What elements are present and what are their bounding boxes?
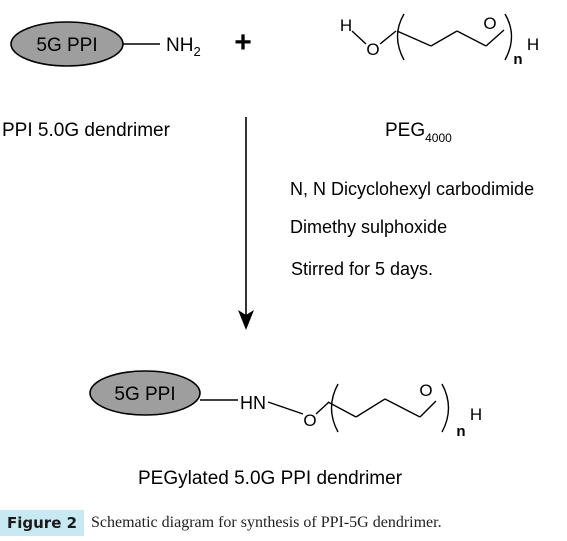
product-bracket-right: [441, 383, 450, 433]
product-hn: HN: [240, 393, 266, 413]
figure-label: Figure 2: [0, 510, 85, 536]
reaction-scheme: 5G PPI NH2 PPI 5.0G dendrimer + H O O H …: [2, 13, 539, 489]
peg-reactant: [351, 13, 513, 61]
amine-group: NH2: [166, 35, 201, 59]
product-name: PEGylated 5.0G PPI dendrimer: [138, 468, 403, 489]
peg-bracket-right: [504, 13, 513, 61]
ppi-reactant-name: PPI 5.0G dendrimer: [2, 120, 171, 141]
product-bracket-left: [330, 383, 339, 433]
plus-sign: +: [234, 26, 252, 59]
product-terminal-h: H: [470, 405, 482, 424]
peg-terminal-h: H: [527, 35, 539, 54]
product: 5G PPI HN O O H n PEGylated 5.0G PPI den…: [89, 370, 482, 489]
peg-name: PEG4000: [385, 120, 452, 145]
product-oxygen-right: O: [419, 381, 432, 400]
peg-bracket-left: [396, 13, 405, 61]
condition-solvent: Dimethy sulphoxide: [290, 217, 447, 237]
ppi-node-product: [89, 370, 201, 416]
peg-hydroxyl-h: H: [340, 16, 352, 35]
figure-caption-bar: [0, 508, 567, 538]
reaction-arrow: [238, 117, 254, 330]
ppi-node-label-product: 5G PPI: [114, 384, 175, 405]
figure-caption: Schematic diagram for synthesis of PPI-5…: [91, 514, 442, 531]
condition-reagent: N, N Dicyclohexyl carbodimide: [290, 179, 534, 199]
product-repeat-n: n: [456, 423, 465, 440]
reactant1: 5G PPI NH2 PPI 5.0G dendrimer: [2, 21, 201, 141]
condition-time: Stirred for 5 days.: [291, 259, 433, 279]
peg-oxygen-right: O: [483, 14, 496, 33]
ppi-node-label-reactant: 5G PPI: [36, 35, 97, 56]
product-oxygen-left: O: [303, 411, 316, 430]
peg-repeat-n: n: [513, 51, 522, 68]
peg-oxygen-left: O: [366, 40, 379, 59]
